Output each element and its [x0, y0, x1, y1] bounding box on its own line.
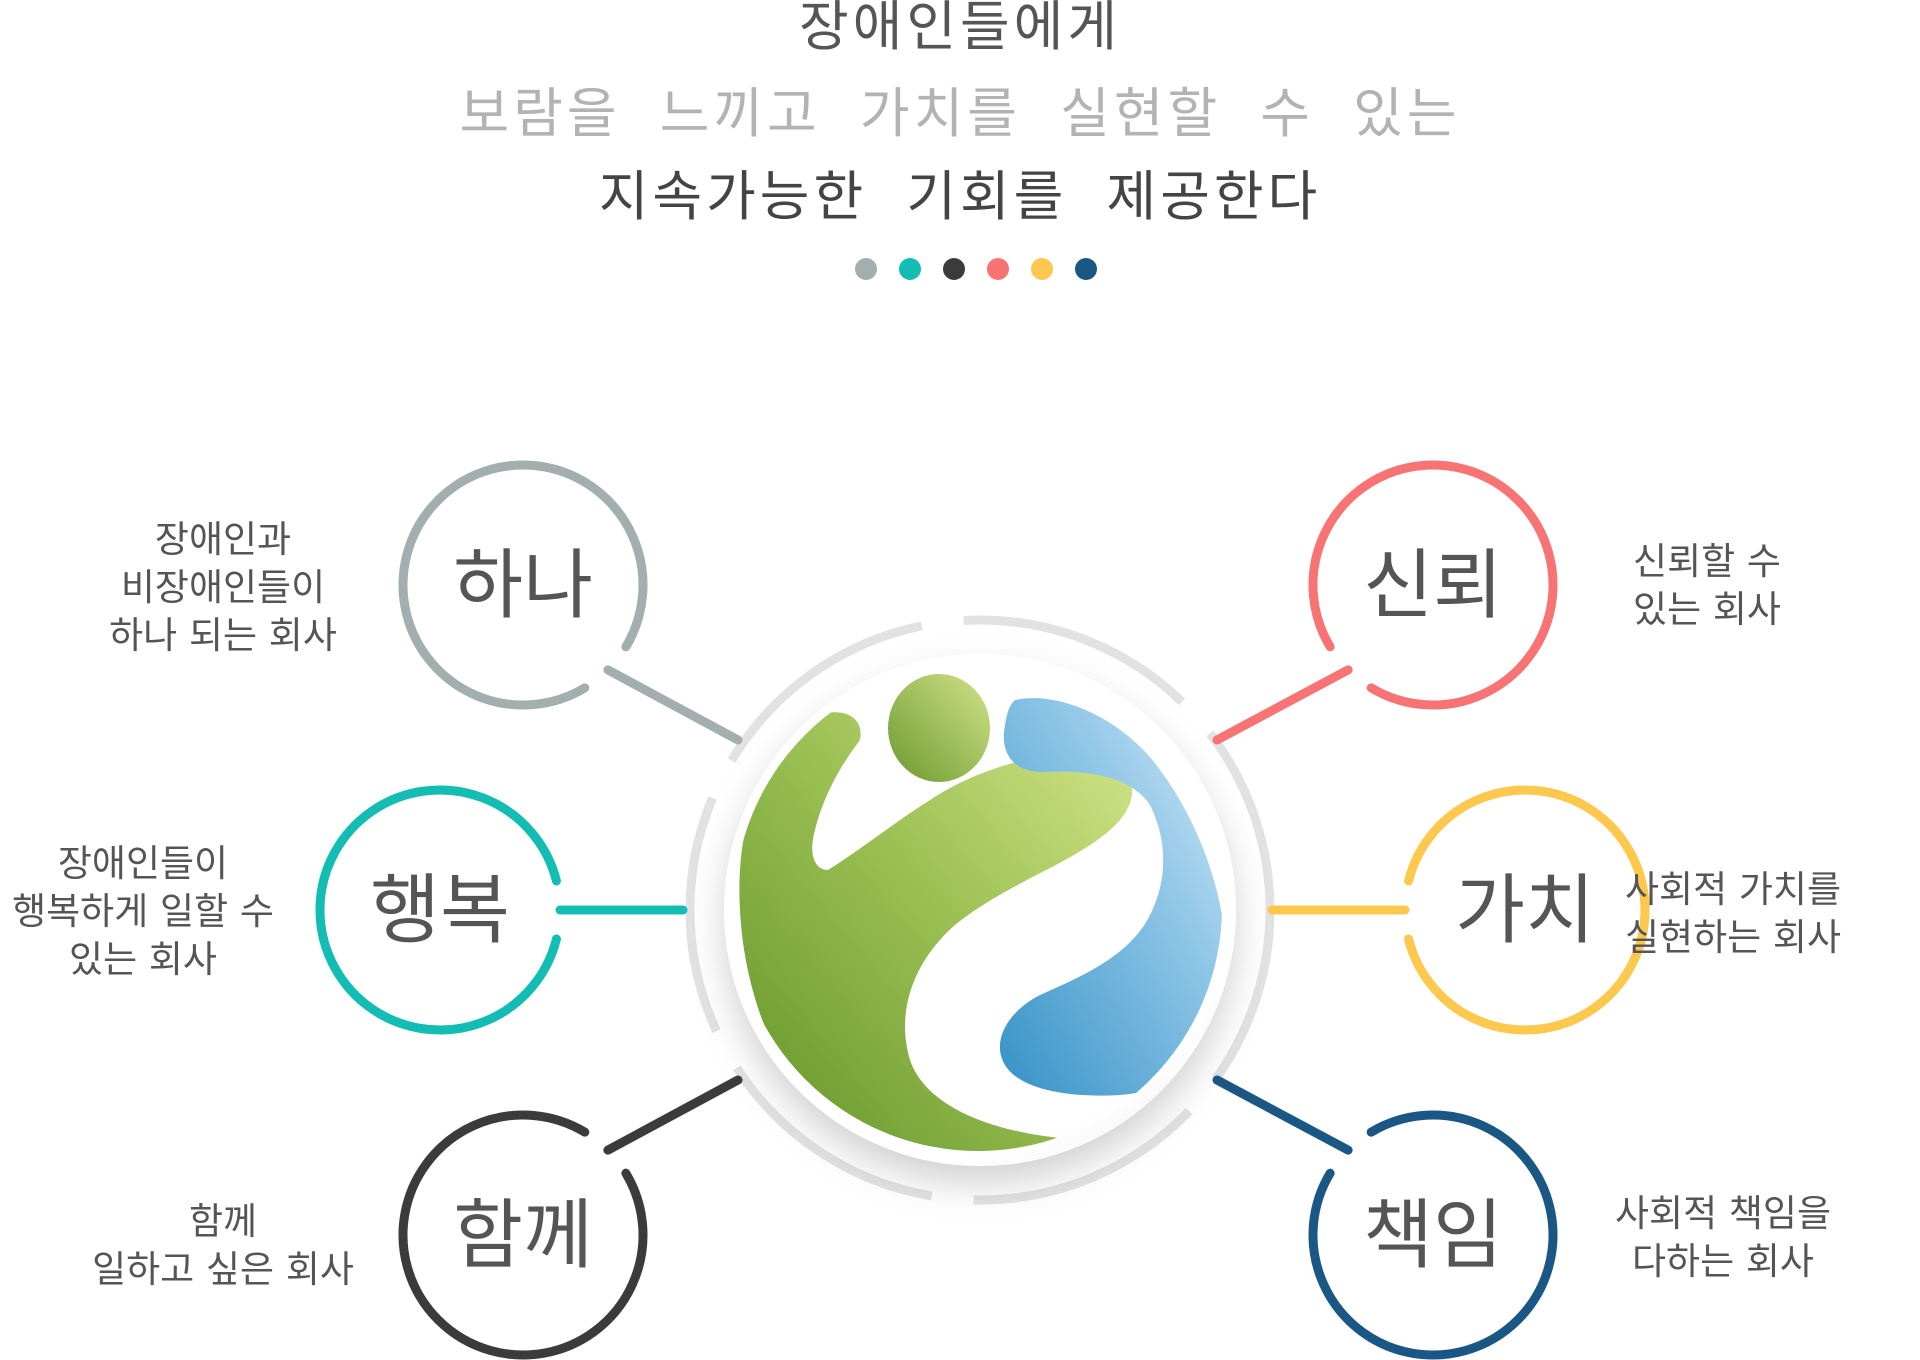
- color-dot: [943, 258, 965, 280]
- connector-hana: [603, 665, 743, 745]
- color-dot: [1031, 258, 1053, 280]
- headline-line-2: 보람을 느끼고 가치를 실현할 수 있는: [459, 82, 1461, 145]
- value-gachi: 가치: [1267, 785, 1650, 1035]
- connector-hamkke: [603, 1075, 743, 1155]
- value-label-haengbok: 행복: [370, 866, 510, 955]
- description-chaegim: 사회적 책임을 다하는 회사: [1614, 1192, 1831, 1283]
- blue-figure: [1000, 698, 1222, 1096]
- color-dot: [855, 258, 877, 280]
- center-hub: [685, 615, 1275, 1205]
- value-circle-chaegim: [1308, 1110, 1558, 1360]
- color-dot: [1075, 258, 1097, 280]
- description-hamkke: 함께 일하고 싶은 회사: [92, 1200, 354, 1291]
- value-label-hamkke: 함께: [453, 1191, 593, 1280]
- green-figure: [739, 712, 1133, 1151]
- value-hamkke: 함께: [398, 1075, 743, 1360]
- value-label-sinroe: 신뢰: [1363, 541, 1503, 630]
- value-circle-gachi: [1404, 785, 1650, 1035]
- headline-line-1: 장애인들에게: [798, 0, 1122, 58]
- value-label-gachi: 가치: [1455, 866, 1595, 955]
- color-dot: [899, 258, 921, 280]
- value-circle-hamkke: [398, 1110, 648, 1360]
- value-sinroe: 신뢰: [1212, 460, 1558, 745]
- value-circle-haengbok: [315, 785, 561, 1035]
- color-dots: [855, 258, 1097, 280]
- connector-chaegim: [1212, 1075, 1353, 1155]
- green-head: [888, 674, 990, 782]
- value-circle-hana: [398, 460, 648, 710]
- value-label-chaegim: 책임: [1363, 1191, 1503, 1280]
- value-haengbok: 행복: [315, 785, 688, 1035]
- value-circle-sinroe: [1308, 460, 1558, 710]
- description-gachi: 사회적 가치를 실현하는 회사: [1624, 868, 1841, 959]
- description-sinroe: 신뢰할 수 있는 회사: [1633, 540, 1781, 631]
- value-hana: 하나: [398, 460, 743, 745]
- color-dot: [987, 258, 1009, 280]
- people-figure-logo: [739, 674, 1222, 1151]
- description-haengbok: 장애인들이 행복하게 일할 수 있는 회사: [12, 842, 274, 981]
- value-label-hana: 하나: [453, 541, 593, 630]
- connector-sinroe: [1212, 665, 1353, 745]
- headline-line-3: 지속가능한 기회를 제공한다: [598, 165, 1322, 228]
- value-chaegim: 책임: [1212, 1075, 1558, 1360]
- description-hana: 장애인과 비장애인들이 하나 되는 회사: [109, 518, 337, 657]
